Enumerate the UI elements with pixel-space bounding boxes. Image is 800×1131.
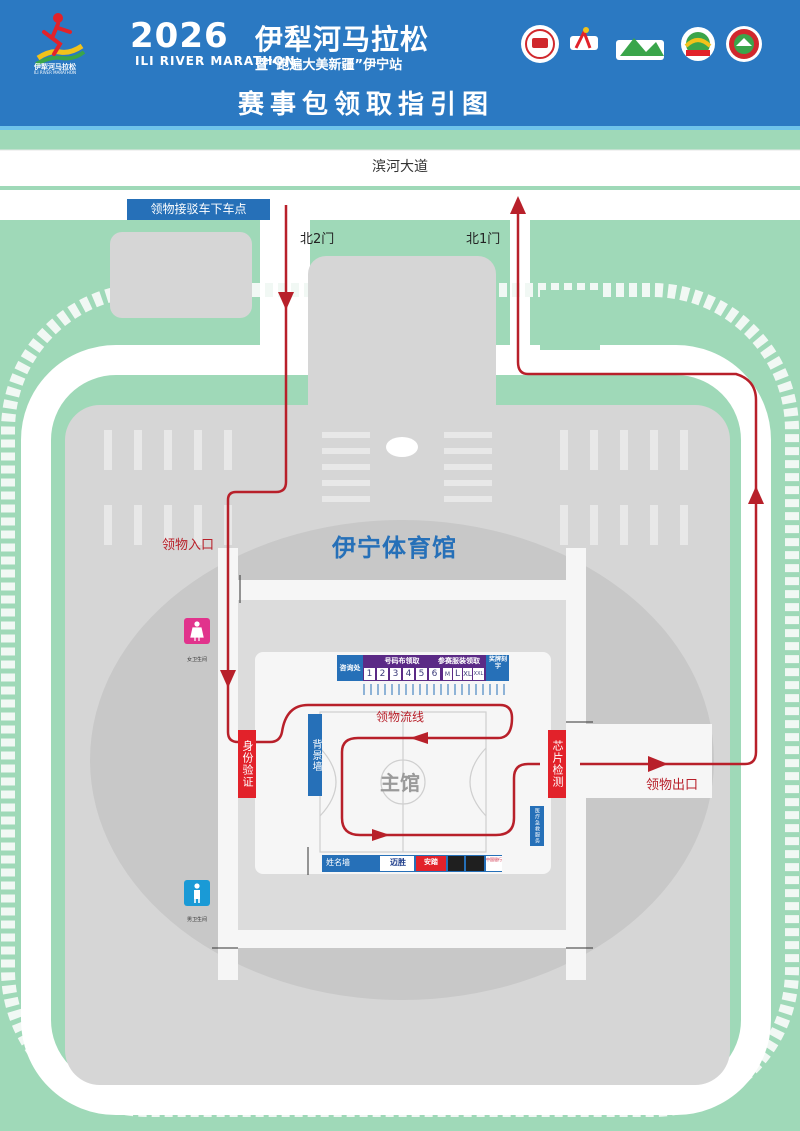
bib-counter: 1: [366, 669, 373, 679]
bib-counter: 4: [405, 669, 412, 679]
logo-subtext: ILI RIVER MARATHON: [34, 70, 76, 75]
title-year: 2026: [130, 16, 229, 56]
id-check-station: 身份验证: [238, 730, 256, 798]
sponsor-logo-2-icon: [570, 27, 598, 50]
medical-service-booth: 医疗急救服务: [530, 806, 544, 846]
womens-restroom-label: 女卫生间: [186, 657, 207, 663]
bib-pickup-label: 号码布领取: [384, 657, 420, 665]
sponsor-logo-1-icon: [521, 25, 559, 63]
bib-counter: 2: [379, 669, 386, 679]
size-counter: L: [454, 669, 460, 679]
venue-name: 伊宁体育馆: [332, 534, 457, 562]
sponsor-booth-2: 安踏: [424, 858, 438, 866]
bib-counter: 6: [431, 669, 438, 679]
mens-restroom-label: 男卫生间: [186, 917, 207, 923]
title-english: ILI RIVER MARATHON: [135, 54, 296, 68]
road-name: 滨河大道: [372, 159, 428, 175]
sponsor-logo-5-icon: [726, 26, 762, 62]
bib-counter: 5: [418, 669, 425, 679]
restroom-male-icon: [184, 1010, 210, 1036]
flow-line-label: 领物流线: [376, 710, 425, 724]
name-wall-label: 姓名墙: [326, 858, 350, 867]
sponsor-booth-3: 中国银行: [486, 857, 502, 862]
restroom-female-icon: [184, 748, 210, 774]
title-chinese: 伊犁河马拉松: [255, 23, 430, 56]
gate-north-1: 北1门: [466, 232, 501, 247]
logo-text: 伊犁河马拉松: [34, 63, 76, 71]
title-subtitle: 暨“跑遍大美新疆”伊宁站: [255, 58, 403, 73]
header-stripe: [0, 126, 800, 130]
bib-counter: 3: [392, 669, 399, 679]
exit-label: 领物出口: [646, 778, 699, 793]
gate-north-2: 北2门: [300, 232, 335, 247]
sponsor-logo-4-icon: [681, 27, 715, 61]
sponsor-logos: [521, 25, 762, 63]
chip-check-station: 芯片检测: [548, 730, 566, 798]
sponsor-booth-1: 迈胜: [390, 858, 406, 867]
info-desk-label: 咨询处: [339, 664, 361, 672]
shuttle-drop-label: 领物接驳车下车点: [127, 199, 270, 220]
entrance-label: 领物入口: [162, 538, 215, 553]
size-counter: XXL: [473, 671, 484, 677]
engraving-label: 奖牌刻字: [488, 656, 507, 670]
size-counter: M: [444, 671, 451, 678]
page-title: 赛事包领取指引图: [238, 90, 495, 120]
backdrop-wall: 背景墙: [308, 722, 322, 788]
marathon-logo-icon: [35, 13, 86, 66]
sponsor-logo-3-icon: [616, 38, 664, 60]
header-banner: [0, 0, 800, 128]
kit-pickup-label: 参赛服装领取: [438, 657, 480, 665]
main-hall-label: 主馆: [380, 771, 420, 795]
venue-map: [0, 149, 800, 1117]
size-counter: XL: [463, 670, 472, 678]
